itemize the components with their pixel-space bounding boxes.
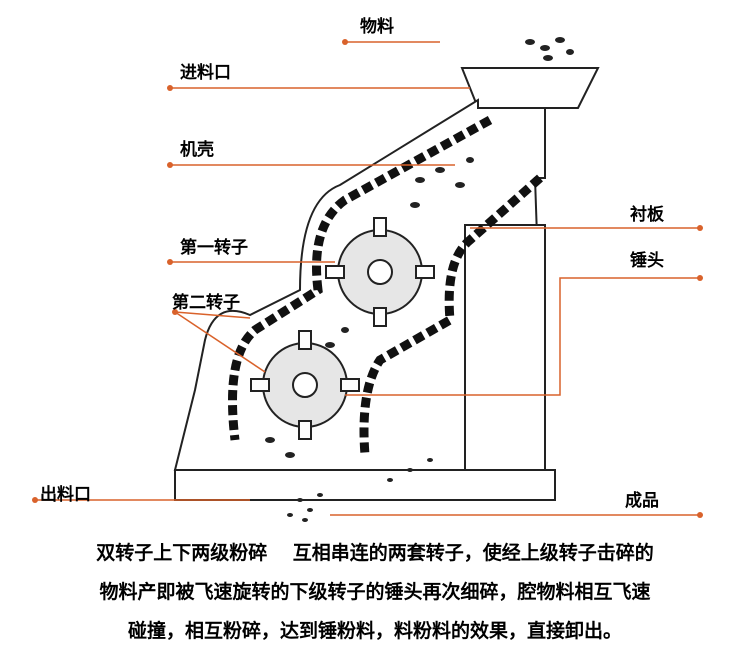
first-rotor — [325, 217, 435, 327]
second-rotor — [250, 330, 360, 440]
label-product: 成品 — [625, 491, 659, 511]
crusher-diagram — [32, 37, 703, 522]
label-liner: 衬板 — [630, 205, 664, 225]
label-hammer-head: 锤头 — [630, 251, 664, 271]
leader-dots — [32, 39, 703, 518]
label-feed-inlet: 进料口 — [180, 63, 231, 83]
material-particles — [265, 37, 574, 522]
label-discharge-outlet: 出料口 — [40, 485, 91, 505]
label-first-rotor: 第一转子 — [180, 238, 248, 258]
label-housing: 机壳 — [180, 140, 214, 160]
liner-plates — [228, 116, 543, 456]
leader-lines — [35, 41, 700, 516]
base-frame — [174, 469, 556, 501]
right-frame — [464, 224, 546, 471]
description-line-1: 双转子上下两级粉碎 互相串连的两套转子，使经上级转子击碎的 — [96, 542, 654, 564]
feed-hopper — [460, 67, 600, 109]
label-second-rotor: 第二转子 — [172, 293, 240, 313]
description-line-3: 碰撞，相互粉碎，达到锤粉料，料粉料的效果，直接卸出。 — [127, 620, 622, 642]
label-material: 物料 — [360, 17, 394, 37]
hammer-head-icon — [325, 217, 435, 327]
description-line-2: 物料产即被飞速旋转的下级转子的锤头再次细碎，腔物料相互飞速 — [99, 581, 651, 603]
